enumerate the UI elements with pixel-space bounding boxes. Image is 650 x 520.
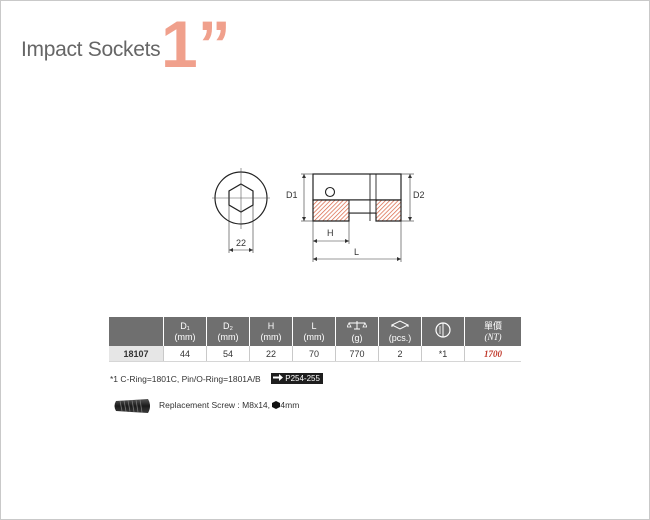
header-price: 單價(NT) [464,317,521,346]
socket-diagram: 22 D1 D2 H L [212,168,425,262]
ring-note: *1 C-Ring=1801C, Pin/O-Ring=1801A/B [110,374,261,384]
cell-code: 18107 [109,346,164,362]
front-view [212,168,270,253]
spec-table: D₁(mm) D₂(mm) H(mm) L(mm) (g) (pcs.) 單價(… [109,317,521,362]
header-l: L(mm) [292,317,336,346]
hex-size: 4mm [280,400,300,410]
page-reference-label: P254-255 [285,374,320,383]
cell-price: 1700 [464,346,521,362]
screw-image [114,399,150,413]
header-weight: (g) [335,317,379,346]
replacement-screw: Replacement Screw : M8x14, 4mm [159,400,299,410]
drive-label: 22 [236,238,246,248]
page-title: Impact Sockets [21,38,161,61]
screw-label: Replacement Screw : M8x14, [159,400,271,410]
h-label: H [327,228,334,238]
header-ring [421,317,465,346]
d1-label: D1 [286,190,298,200]
d2-label: D2 [413,190,425,200]
scale-icon [346,320,368,329]
arrow-right-icon [273,374,283,381]
cell-weight: 770 [335,346,379,362]
drive-size: 1” [161,7,231,81]
header-d2: D₂(mm) [206,317,250,346]
table-row: 18107 44 54 22 70 770 2 *1 1700 [109,346,521,362]
header-pcs: (pcs.) [378,317,422,346]
table-header-row: D₁(mm) D₂(mm) H(mm) L(mm) (g) (pcs.) 單價(… [109,317,521,346]
header-d1: D₁(mm) [163,317,207,346]
l-label: L [354,247,359,257]
header-code [109,317,164,346]
hex-icon [272,401,281,409]
cell-pcs: 2 [378,346,422,362]
cell-l: 70 [292,346,336,362]
cell-ring: *1 [421,346,465,362]
page-reference: P254-255 [271,373,323,384]
box-icon [390,319,410,330]
cell-d1: 44 [163,346,207,362]
cell-d2: 54 [206,346,250,362]
cell-h: 22 [249,346,293,362]
header-h: H(mm) [249,317,293,346]
ring-icon [435,322,451,338]
side-view [301,173,414,262]
